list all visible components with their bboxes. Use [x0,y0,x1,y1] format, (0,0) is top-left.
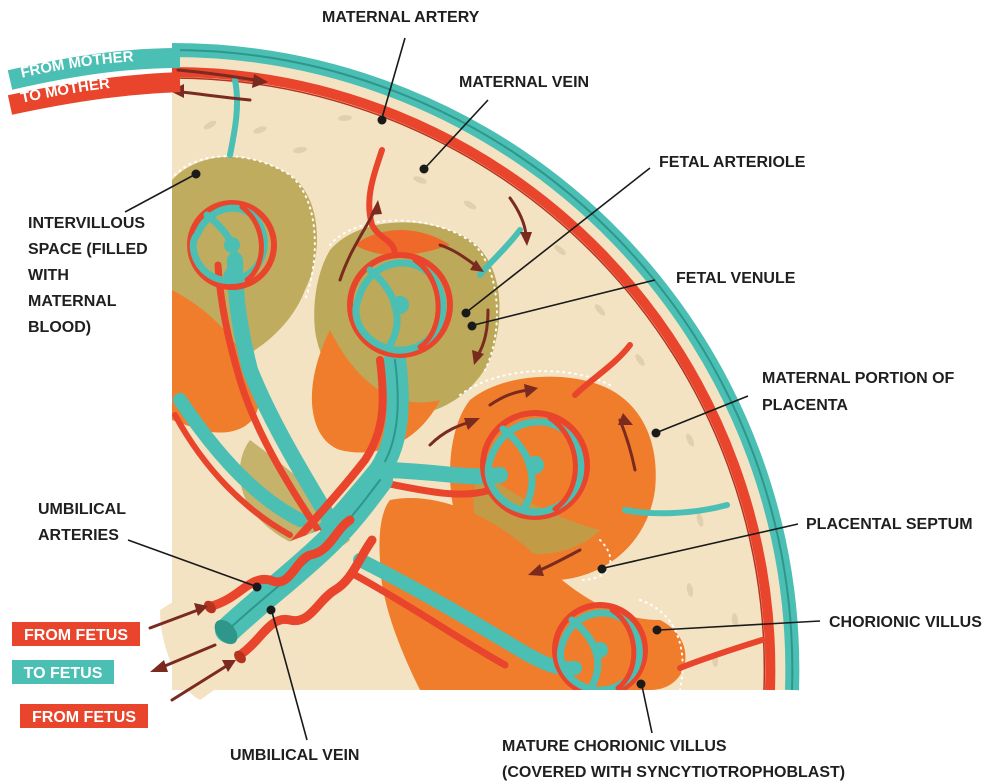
label-maternal-artery: MATERNAL ARTERY [322,9,480,26]
tag-from-fetus-bottom: FROM FETUS [20,704,148,728]
svg-text:TO FETUS: TO FETUS [24,665,103,682]
label-umbilical-arteries: UMBILICAL ARTERIES [38,501,130,544]
tag-to-fetus: TO FETUS [12,660,114,684]
label-placental-septum: PLACENTAL SEPTUM [806,516,973,533]
svg-text:FROM FETUS: FROM FETUS [24,627,128,644]
label-maternal-portion: MATERNAL PORTION OF PLACENTA [762,370,959,414]
label-intervillous-space: INTERVILLOUS SPACE (FILLED WITH MATERNAL… [28,215,152,336]
tag-from-fetus-top: FROM FETUS [12,622,140,646]
label-maternal-vein: MATERNAL VEIN [459,74,589,91]
svg-text:FROM FETUS: FROM FETUS [32,709,136,726]
label-fetal-arteriole: FETAL ARTERIOLE [659,154,806,171]
label-fetal-venule: FETAL VENULE [676,270,796,287]
label-mature-chorionic-villus: MATURE CHORIONIC VILLUS (COVERED WITH SY… [502,738,845,781]
label-chorionic-villus: CHORIONIC VILLUS [829,614,982,631]
label-umbilical-vein: UMBILICAL VEIN [230,747,359,764]
maternal-bands: FROM MOTHER TO MOTHER [10,48,180,107]
